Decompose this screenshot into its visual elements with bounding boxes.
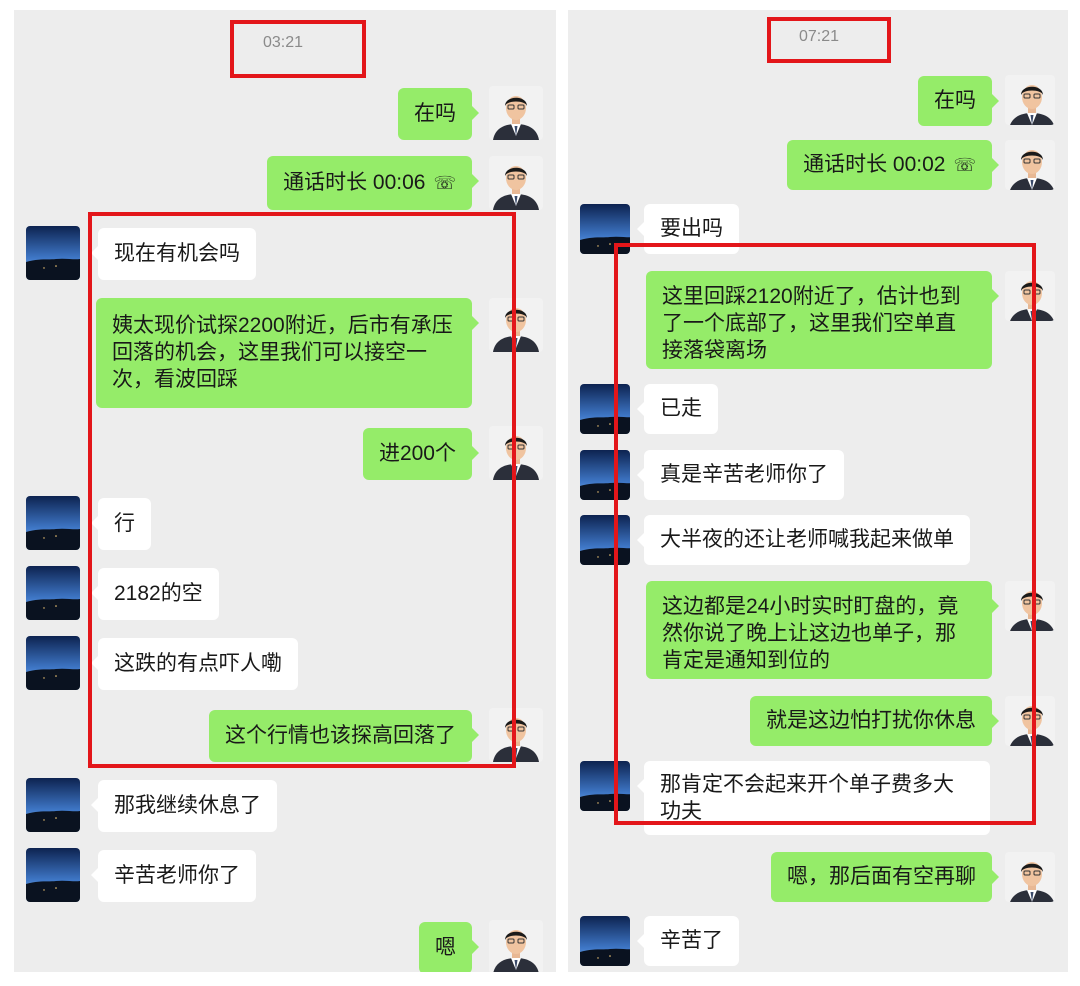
message-timestamp: 07:21 xyxy=(799,28,840,45)
message-bubble-received[interactable]: 行 xyxy=(91,498,151,550)
self-avatar[interactable] xyxy=(1005,581,1055,631)
contact-avatar[interactable] xyxy=(26,636,80,690)
self-avatar[interactable] xyxy=(1005,852,1055,902)
contact-avatar[interactable] xyxy=(580,450,630,500)
message-bubble-received[interactable]: 这跌的有点吓人嘞 xyxy=(91,638,298,690)
message-bubble-received[interactable]: 现在有机会吗 xyxy=(91,228,256,280)
message-bubble-sent[interactable]: 嗯 xyxy=(419,922,479,972)
left-chat-panel: 03:21 在吗 通话时长 00:06☏ 现在有机会吗 姨太现价试探2200附近… xyxy=(14,10,556,972)
message-bubble-sent[interactable]: 这个行情也该探高回落了 xyxy=(209,710,479,762)
message-bubble-received[interactable]: 辛苦老师你了 xyxy=(91,850,256,902)
self-avatar[interactable] xyxy=(489,86,543,140)
self-avatar[interactable] xyxy=(489,156,543,210)
contact-avatar[interactable] xyxy=(580,515,630,565)
call-record-bubble[interactable]: 通话时长 00:06☏ xyxy=(267,156,479,210)
self-avatar[interactable] xyxy=(489,920,543,972)
message-bubble-sent[interactable]: 在吗 xyxy=(918,76,999,126)
message-bubble-received[interactable]: 要出吗 xyxy=(637,204,739,254)
message-bubble-sent[interactable]: 在吗 xyxy=(398,88,479,140)
contact-avatar[interactable] xyxy=(580,916,630,966)
contact-avatar[interactable] xyxy=(26,496,80,550)
message-bubble-received[interactable]: 那肯定不会起来开个单子费多大功夫 xyxy=(637,761,990,835)
self-avatar[interactable] xyxy=(1005,140,1055,190)
message-bubble-received[interactable]: 2182的空 xyxy=(91,568,219,620)
message-bubble-sent[interactable]: 就是这边怕打扰你休息 xyxy=(750,696,999,746)
phone-hangup-icon: ☏ xyxy=(433,173,456,193)
self-avatar[interactable] xyxy=(489,708,543,762)
contact-avatar[interactable] xyxy=(580,384,630,434)
message-bubble-sent[interactable]: 这里回踩2120附近了，估计也到了一个底部了，这里我们空单直接落袋离场 xyxy=(646,271,999,369)
right-chat-panel: 07:21 在吗 通话时长 00:02☏ 要出吗 这里回踩2120附近了，估计也… xyxy=(568,10,1068,972)
contact-avatar[interactable] xyxy=(26,226,80,280)
message-bubble-received[interactable]: 已走 xyxy=(637,384,718,434)
contact-avatar[interactable] xyxy=(580,761,630,811)
message-bubble-received[interactable]: 辛苦了 xyxy=(637,916,739,966)
message-timestamp: 03:21 xyxy=(263,34,304,51)
message-bubble-received[interactable]: 真是辛苦老师你了 xyxy=(637,450,844,500)
contact-avatar[interactable] xyxy=(26,778,80,832)
self-avatar[interactable] xyxy=(489,298,543,352)
message-bubble-received[interactable]: 那我继续休息了 xyxy=(91,780,277,832)
contact-avatar[interactable] xyxy=(26,566,80,620)
self-avatar[interactable] xyxy=(1005,75,1055,125)
message-bubble-sent[interactable]: 嗯，那后面有空再聊 xyxy=(771,852,999,902)
message-bubble-received[interactable]: 大半夜的还让老师喊我起来做单 xyxy=(637,515,970,565)
contact-avatar[interactable] xyxy=(580,204,630,254)
message-bubble-sent[interactable]: 姨太现价试探2200附近，后市有承压回落的机会，这里我们可以接空一次，看波回踩 xyxy=(96,298,479,408)
contact-avatar[interactable] xyxy=(26,848,80,902)
message-bubble-sent[interactable]: 进200个 xyxy=(362,428,480,480)
call-record-bubble[interactable]: 通话时长 00:02☏ xyxy=(787,140,999,190)
message-bubble-sent[interactable]: 这边都是24小时实时盯盘的，竟然你说了晚上让这边也单子，那肯定是通知到位的 xyxy=(646,581,999,679)
self-avatar[interactable] xyxy=(1005,271,1055,321)
self-avatar[interactable] xyxy=(489,426,543,480)
self-avatar[interactable] xyxy=(1005,696,1055,746)
phone-hangup-icon: ☏ xyxy=(953,155,976,175)
